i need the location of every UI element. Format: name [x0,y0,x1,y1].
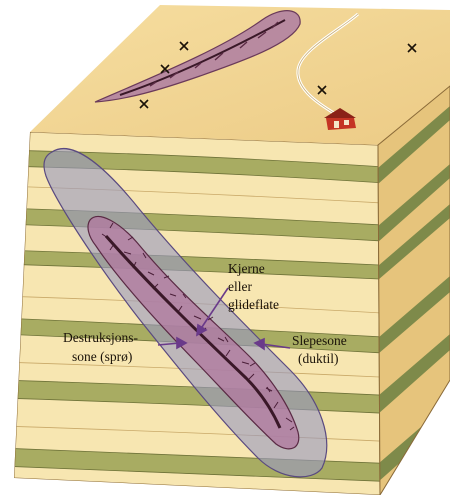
ductile-zone-label-line1: Slepesone [292,334,347,348]
brittle-zone-label-line1: Destruksjons- [63,331,138,345]
core-label-line3: glideflate [228,298,279,312]
core-label-line2: eller [228,280,252,294]
core-label-line1: Kjerne [228,262,265,276]
ductile-zone-label-line2: (duktil) [298,352,339,366]
front-face [0,120,400,495]
brittle-zone-label-line2: sone (sprø) [72,350,132,364]
top-surface [30,5,450,145]
